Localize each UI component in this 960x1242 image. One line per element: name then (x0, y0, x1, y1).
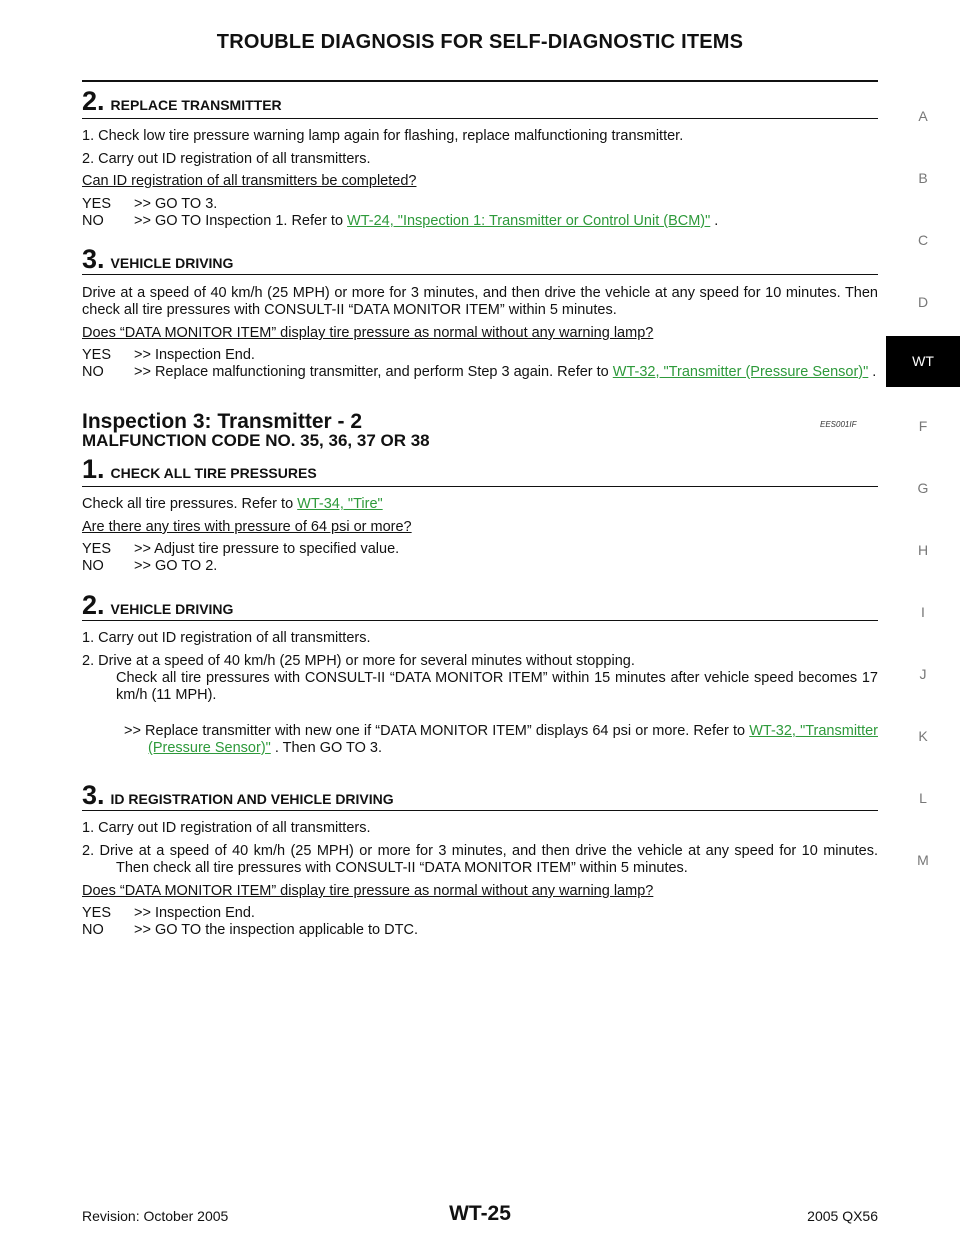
step-title: CHECK ALL TIRE PRESSURES (110, 465, 317, 481)
step-body: 1. Carry out ID registration of all tran… (82, 820, 878, 939)
side-tab-j[interactable]: J (919, 666, 927, 682)
step-number: 3. (82, 244, 105, 274)
side-tab-k[interactable]: K (918, 728, 928, 744)
malfunction-subtitle: MALFUNCTION CODE NO. 35, 36, 37 OR 38 (82, 431, 430, 450)
answer-yes: YES>> GO TO 3. (82, 196, 218, 212)
step-heading: 2. VEHICLE DRIVING (82, 590, 878, 621)
answer-no: NO>> GO TO Inspection 1. Refer to WT-24,… (82, 213, 719, 229)
side-tab-c[interactable]: C (917, 232, 929, 248)
paragraph: Drive at a speed of 40 km/h (25 MPH) or … (82, 285, 878, 318)
step-body: Drive at a speed of 40 km/h (25 MPH) or … (82, 285, 878, 381)
step-title: ID REGISTRATION AND VEHICLE DRIVING (110, 791, 394, 807)
step-body: Check all tire pressures. Refer to WT-34… (82, 496, 878, 575)
answer-yes: YES>> Inspection End. (82, 347, 255, 363)
answer-no: NO>> Replace malfunctioning transmitter,… (82, 364, 877, 380)
side-tab-f[interactable]: F (918, 418, 928, 434)
link-wt-34[interactable]: WT-34, "Tire" (297, 496, 383, 512)
step-number: 2. (82, 86, 105, 116)
step-body: 1. Check low tire pressure warning lamp … (82, 128, 878, 230)
list-item: 2. Drive at a speed of 40 km/h (25 MPH) … (82, 843, 878, 876)
list-item: 1. Carry out ID registration of all tran… (82, 820, 371, 836)
side-tab-a[interactable]: A (918, 108, 928, 124)
step-number: 2. (82, 590, 105, 620)
action-text: >> Replace transmitter with new one if “… (124, 723, 878, 756)
question: Can ID registration of all transmitters … (82, 173, 417, 189)
step-title: VEHICLE DRIVING (110, 601, 234, 617)
step-number: 1. (82, 454, 105, 484)
step-body: 1. Carry out ID registration of all tran… (82, 630, 878, 757)
list-item-continuation: Check all tire pressures with CONSULT-II… (116, 670, 878, 703)
reference-code: EES001IF (820, 420, 857, 429)
step-heading: 3. ID REGISTRATION AND VEHICLE DRIVING (82, 780, 878, 811)
step-number: 3. (82, 780, 105, 810)
step-rule (82, 486, 878, 487)
footer-revision: Revision: October 2005 (82, 1208, 229, 1224)
step-heading: 3. VEHICLE DRIVING (82, 244, 878, 275)
step-rule (82, 118, 878, 119)
step-title: REPLACE TRANSMITTER (110, 97, 282, 113)
footer-page-number: WT-25 (449, 1202, 511, 1225)
question: Does “DATA MONITOR ITEM” display tire pr… (82, 883, 654, 899)
list-item: 1. Carry out ID registration of all tran… (82, 630, 371, 646)
paragraph: Check all tire pressures. Refer to WT-34… (82, 496, 383, 512)
side-tab-i[interactable]: I (921, 604, 925, 620)
footer-model: 2005 QX56 (807, 1208, 878, 1224)
question: Are there any tires with pressure of 64 … (82, 519, 412, 535)
side-tab-d[interactable]: D (917, 294, 929, 310)
side-tab-wt-active[interactable]: WT (886, 336, 960, 387)
section-title: Inspection 3: Transmitter - 2 (82, 410, 363, 433)
step-rule (82, 810, 878, 811)
answer-no: NO>> GO TO 2. (82, 558, 218, 574)
side-tab-h[interactable]: H (917, 542, 929, 558)
step-title: VEHICLE DRIVING (110, 255, 234, 271)
step-heading: 1. CHECK ALL TIRE PRESSURES (82, 454, 878, 485)
answer-no: NO>> GO TO the inspection applicable to … (82, 922, 418, 938)
page-header-title: TROUBLE DIAGNOSIS FOR SELF-DIAGNOSTIC IT… (216, 31, 744, 53)
link-wt-32-b[interactable]: WT-32, "Transmitter (Pressure Sensor)" (148, 723, 878, 756)
answer-yes: YES>> Adjust tire pressure to specified … (82, 541, 400, 557)
side-tab-g[interactable]: G (917, 480, 929, 496)
list-item: 2. Drive at a speed of 40 km/h (25 MPH) … (82, 653, 635, 669)
question: Does “DATA MONITOR ITEM” display tire pr… (82, 325, 654, 341)
side-tab-b[interactable]: B (918, 170, 928, 186)
step-rule (82, 620, 878, 621)
side-tab-l[interactable]: L (919, 790, 927, 806)
link-wt-24[interactable]: WT-24, "Inspection 1: Transmitter or Con… (347, 213, 711, 229)
answer-yes: YES>> Inspection End. (82, 905, 255, 921)
header-rule (82, 80, 878, 82)
step-heading: 2. REPLACE TRANSMITTER (82, 86, 878, 117)
list-item: 1. Check low tire pressure warning lamp … (82, 128, 684, 144)
list-item: 2. Carry out ID registration of all tran… (82, 151, 371, 167)
step-rule (82, 274, 878, 275)
side-tab-m[interactable]: M (917, 852, 929, 868)
link-wt-32[interactable]: WT-32, "Transmitter (Pressure Sensor)" (612, 364, 869, 380)
